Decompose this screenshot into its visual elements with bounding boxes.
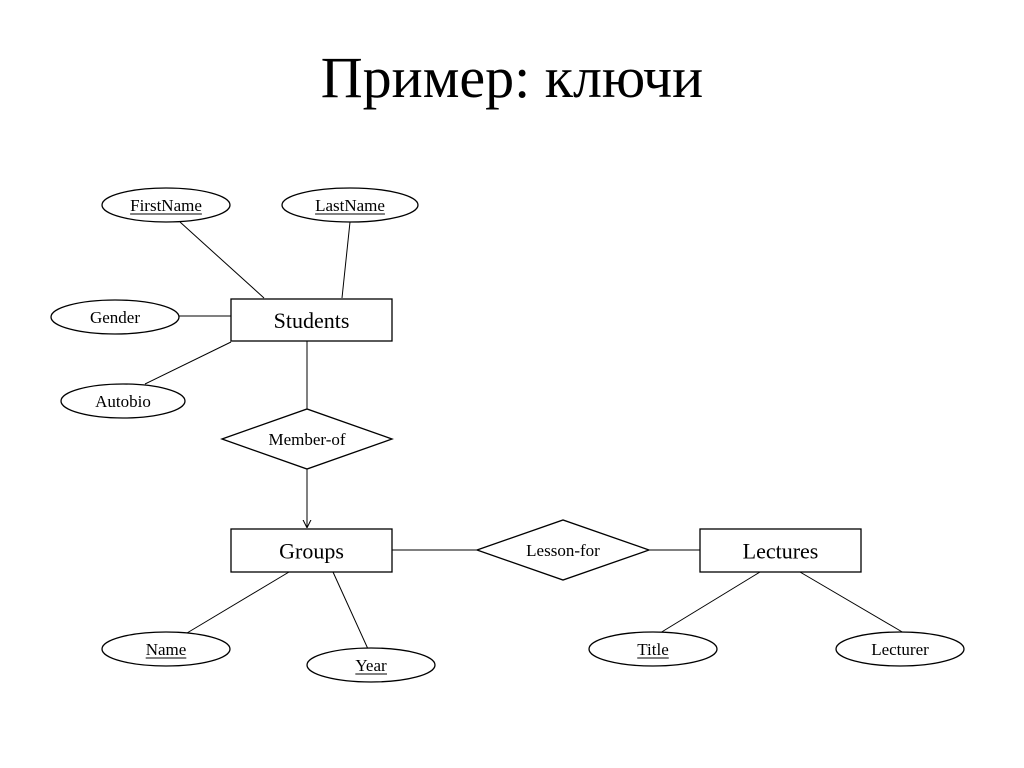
page-title: Пример: ключи [320, 45, 704, 110]
relationship-diamond [475, 519, 651, 581]
relationship-label: Member-of [268, 430, 345, 449]
attribute-ellipse [101, 631, 231, 667]
attribute-gender: Gender [50, 299, 180, 335]
key-attribute-label: Year [355, 656, 387, 675]
attribute-title: Title [588, 631, 718, 667]
attribute-firstname: FirstName [101, 187, 231, 223]
attribute-label: Lecturer [871, 640, 929, 659]
entity-box [230, 298, 393, 342]
attribute-year: Year [306, 647, 436, 683]
edge-groups-to-year [332, 571, 369, 650]
entity-lectures: Lectures [699, 528, 862, 573]
entity-label: Groups [279, 539, 344, 564]
attribute-autobio: Autobio [60, 383, 186, 419]
attribute-lastname: LastName [281, 187, 419, 223]
edge-lectures-to-lecturer [799, 571, 905, 634]
entity-box [699, 528, 862, 573]
edge-students-to-firstname [179, 221, 265, 299]
edge-groups-to-name [186, 571, 290, 634]
relationship-label: Lesson-for [526, 541, 600, 560]
attribute-ellipse [50, 299, 180, 335]
edges-layer [144, 221, 905, 650]
edge-students-to-autobio [144, 341, 232, 385]
relationship-lesson-for: Lesson-for [475, 519, 651, 581]
entity-students: Students [230, 298, 393, 342]
attribute-ellipse [588, 631, 718, 667]
attribute-lecturer: Lecturer [835, 631, 965, 667]
entity-box [230, 528, 393, 573]
attribute-name: Name [101, 631, 231, 667]
attribute-label: Autobio [95, 392, 151, 411]
attribute-ellipse [835, 631, 965, 667]
key-attribute-label: Title [637, 640, 669, 659]
relationship-member-of: Member-of [220, 408, 394, 470]
attribute-label: Gender [90, 308, 140, 327]
attribute-ellipse [60, 383, 186, 419]
key-attribute-label: Name [146, 640, 187, 659]
relationship-diamond [220, 408, 394, 470]
entity-groups: Groups [230, 528, 393, 573]
attribute-ellipse [306, 647, 436, 683]
key-attribute-label: FirstName [130, 196, 202, 215]
key-attribute-label: LastName [315, 196, 385, 215]
entity-label: Students [274, 308, 350, 333]
edge-lectures-to-title [659, 571, 761, 634]
entity-label: Lectures [743, 539, 819, 564]
edge-students-to-lastname [341, 221, 351, 299]
